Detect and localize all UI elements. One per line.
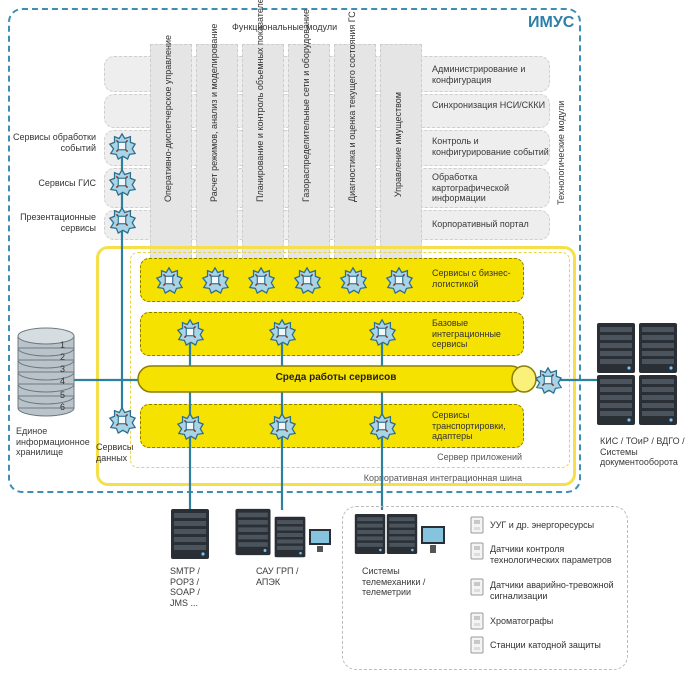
- sensor-icon: [470, 542, 484, 560]
- external-systems-label: КИС / ТОиР / ВДГО / Системы документообо…: [600, 436, 685, 467]
- sau-grp-label: САУ ГРП / АПЭК: [256, 566, 299, 587]
- gear-icon: [293, 266, 321, 294]
- business-logic-label: Сервисы с бизнес-логистикой: [432, 268, 511, 289]
- gear-icon: [385, 266, 413, 294]
- gear-icon: [108, 206, 136, 234]
- app-server-label: Сервер приложений: [437, 452, 522, 462]
- sensor-icon: [470, 636, 484, 654]
- base-integration-label: Базовые интеграционные сервисы: [432, 318, 501, 349]
- monitor-icon: [421, 526, 445, 553]
- server-icon: [272, 516, 308, 558]
- gis-services-label: Сервисы ГИС: [38, 178, 96, 188]
- gear-icon: [268, 318, 296, 346]
- integration-bus-frame: [96, 246, 576, 486]
- gear-icon: [176, 412, 204, 440]
- tech-module-events: Контроль и конфигурирование событий: [432, 136, 549, 157]
- tech-module-admin: Администрирование и конфигурация: [432, 64, 526, 85]
- gear-icon: [176, 318, 204, 346]
- transport-label: Сервисы транспортировки, адаптеры: [432, 410, 506, 441]
- storage-label: Единое информационное хранилище: [16, 426, 90, 457]
- server-icon: [234, 508, 272, 556]
- gear-icon: [108, 406, 136, 434]
- disk-number: 4: [60, 376, 66, 386]
- data-services-label: Сервисы данных: [96, 442, 134, 463]
- disk-number: 1: [60, 340, 66, 350]
- monitor-icon: [309, 529, 331, 552]
- telemetry-label: Системы телемеханики / телеметрии: [362, 566, 426, 597]
- sensor-item: Станции катодной защиты: [490, 640, 601, 650]
- base-integration-band: [140, 312, 524, 356]
- func-column-3: [242, 44, 284, 298]
- gear-icon: [534, 366, 562, 394]
- gear-icon: [201, 266, 229, 294]
- sensor-icon: [470, 516, 484, 534]
- gear-icon: [155, 266, 183, 294]
- presentation-services-label: Презентационные сервисы: [20, 212, 96, 233]
- gear-icon: [268, 412, 296, 440]
- gear-icon: [247, 266, 275, 294]
- disk-number: 6: [60, 402, 66, 412]
- gear-icon: [368, 412, 396, 440]
- func-column-1: [150, 44, 192, 298]
- functional-modules-title: Функциональные модули: [232, 22, 338, 32]
- sensor-item: Датчики аварийно-тревожной сигнализации: [490, 580, 614, 601]
- func-column-5: [334, 44, 376, 298]
- sensor-item: УУГ и др. энергоресурсы: [490, 520, 595, 530]
- transport-band: [140, 404, 524, 448]
- sensor-icon: [470, 612, 484, 630]
- runtime-cylinder: [137, 365, 537, 393]
- server-icon: [170, 508, 210, 560]
- server-rack-icon: [597, 323, 677, 425]
- sensor-icon: [470, 578, 484, 596]
- disk-number: 5: [60, 390, 66, 400]
- runtime-label: Среда работы сервисов: [275, 372, 397, 383]
- protocols-label: SMTP / POP3 / SOAP / JMS ...: [170, 566, 200, 608]
- disk-number: 3: [60, 364, 66, 374]
- event-services-label: Сервисы обработки событий: [12, 132, 96, 153]
- gear-icon: [368, 318, 396, 346]
- gear-icon: [108, 168, 136, 196]
- sensor-item: Хроматографы: [490, 616, 554, 626]
- sensor-item: Датчики контроля технологических парамет…: [490, 544, 612, 565]
- tech-module-portal: Корпоративный портал: [432, 219, 529, 229]
- gear-icon: [339, 266, 367, 294]
- gear-icon: [108, 132, 136, 160]
- app-server-frame: [130, 252, 570, 468]
- integration-bus-label: Корпоративная интеграционная шина: [363, 473, 522, 483]
- func-column-2: [196, 44, 238, 298]
- imus-frame: [8, 8, 581, 493]
- tech-module-cartography: Обработка картографической информации: [432, 172, 509, 203]
- sensors-group: [342, 506, 628, 670]
- func-column-6: [380, 44, 422, 298]
- database-stack-icon: [17, 327, 75, 417]
- disk-number: 2: [60, 352, 66, 362]
- imus-title: ИМУС: [528, 14, 575, 31]
- tech-module-sync: Синхронизация НСИ/СККИ: [432, 100, 546, 110]
